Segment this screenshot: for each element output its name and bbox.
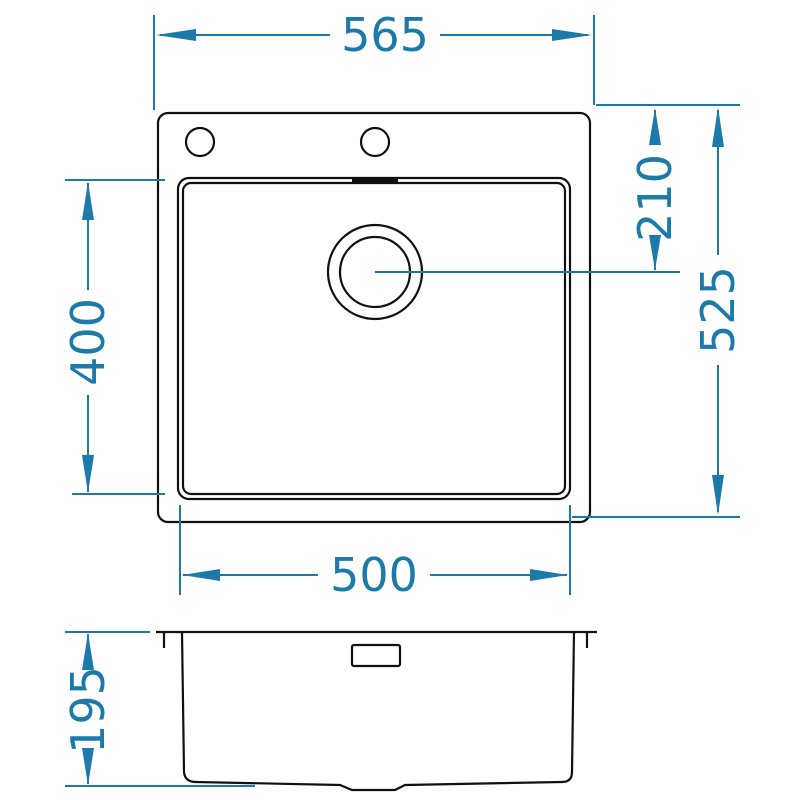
overflow-slot [352, 177, 398, 182]
dimension-overall-width: 565 [153, 8, 595, 110]
arrow-right-icon [552, 29, 592, 41]
overflow-outlet [350, 643, 402, 668]
bowl-inner [181, 181, 567, 496]
bowl-outer [176, 176, 572, 501]
arrow-up-icon [649, 108, 661, 145]
dimension-bowl-height: 195 [61, 631, 255, 787]
top-view [156, 111, 592, 524]
sink-outline [156, 111, 592, 524]
arrow-left-icon [156, 29, 196, 41]
side-view [156, 630, 597, 792]
dimension-overall-depth: 525 [572, 104, 745, 518]
arrow-up-icon [712, 107, 724, 147]
dimension-bowl-depth: 400 [61, 179, 165, 495]
dimension-label-bowl-depth: 400 [61, 298, 115, 386]
dimension-label-depth: 525 [691, 266, 745, 354]
arrow-up-icon [82, 633, 94, 670]
arrow-left-icon [182, 569, 220, 581]
arrow-down-icon [712, 475, 724, 515]
arrow-down-icon [82, 748, 94, 785]
arrow-down-icon [649, 235, 661, 270]
arrow-down-icon [82, 455, 94, 493]
dimension-label-bowl-width: 500 [330, 548, 418, 602]
dimension-label-drain-offset: 210 [628, 154, 682, 242]
dimension-drain-offset: 210 [375, 108, 682, 273]
tap-hole-right [359, 126, 391, 158]
dimension-bowl-width: 500 [179, 505, 571, 602]
dimension-label-bowl-height: 195 [61, 666, 115, 754]
arrow-up-icon [82, 182, 94, 220]
dimension-label-width: 565 [341, 8, 429, 62]
tap-hole-left [184, 126, 216, 158]
bowl-profile [180, 631, 576, 792]
arrow-right-icon [530, 569, 568, 581]
